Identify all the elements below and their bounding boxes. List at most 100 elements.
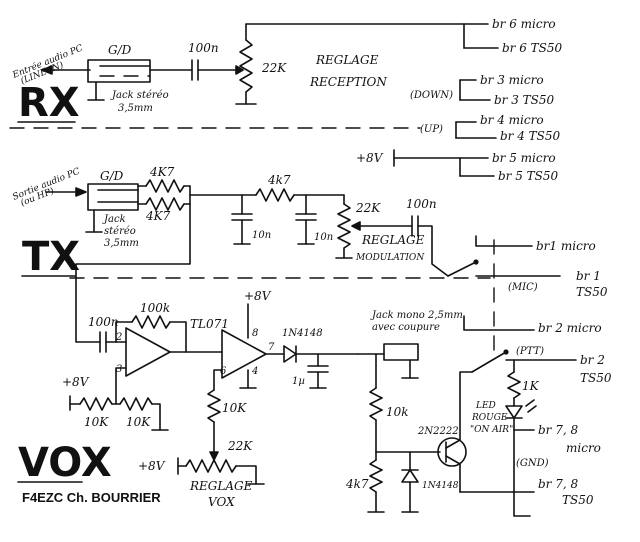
vox-opamp-label: TL071 (190, 317, 229, 331)
rx-jack-label-2: 3,5mm (118, 103, 153, 114)
vox-v8-left: +8V (62, 375, 90, 389)
tx-jack-label-1: Jack (102, 214, 126, 225)
rx-pot-label-1: REGLAGE (315, 53, 379, 67)
tx-r2 (145, 197, 185, 211)
vox-mono-jack (383, 343, 419, 361)
tx-r1-value: 4K7 (149, 165, 175, 179)
tx-section: TX Sortie audio PC (ou HP) G/D Jack stér… (11, 165, 607, 299)
br1-micro-label: br1 micro (536, 239, 596, 253)
br4-micro-label: br 4 micro (480, 113, 544, 127)
tx-input-arrow (75, 187, 87, 197)
rx-pot-value: 22K (261, 61, 287, 75)
br2-ts50-label-a: br 2 (580, 353, 605, 367)
br1-ts50-label-b: TS50 (576, 285, 608, 299)
br3-ts50-label: br 3 TS50 (494, 93, 555, 107)
tx-cap-value: 100n (406, 197, 437, 211)
br78-micro-label-b: micro (566, 441, 601, 455)
vox-v8-bottom: +8V (138, 459, 166, 473)
rx-section: RX Entrée audio PC (LINE IN) G/D Jack st… (10, 23, 465, 126)
down-label: (DOWN) (410, 90, 453, 101)
tx-gd-label: G/D (100, 169, 124, 183)
rx-cap-label: 100n (188, 41, 219, 55)
tx-pot-label-2: MODULATION (355, 253, 425, 263)
connector-upper: br 6 micro br 6 TS50 (DOWN) br 3 micro b… (356, 17, 563, 183)
vox-transistor (437, 437, 467, 467)
tx-switch-contact (473, 259, 479, 265)
vox-div-r1-value: 10K (84, 415, 109, 429)
vox-pin6: 6 (220, 366, 227, 377)
br6-micro-label: br 6 micro (492, 17, 556, 31)
tx-r3-value: 4k7 (267, 173, 291, 187)
tx-pot (337, 203, 351, 249)
tx-pot-value: 22K (355, 201, 381, 215)
tx-pot-label-1: REGLAGE (361, 233, 425, 247)
mic-label: (MIC) (508, 282, 538, 293)
tx-r1 (145, 179, 185, 193)
rx-stereo-jack (87, 59, 151, 83)
vox-led-label-2: ROUGE (471, 413, 508, 423)
rx-pot-wiper-arrow (235, 65, 244, 75)
vox-div-ground-wire (151, 403, 161, 431)
vox-ref-wire (115, 367, 127, 405)
tx-jack-label-2: stéréo (104, 226, 136, 237)
tx-c2-value: 10n (314, 232, 333, 243)
br1-micro-wire (475, 235, 533, 247)
tx-title: TX (22, 234, 80, 280)
vox-pin7: 7 (268, 342, 275, 353)
vox-r4k7 (369, 459, 383, 493)
vox-pin4: 4 (251, 366, 258, 377)
author-credit: F4EZC Ch. BOURRIER (22, 490, 161, 505)
tx-r3 (255, 188, 295, 202)
vox-v8-top: +8V (244, 289, 272, 303)
tx-stereo-jack (87, 183, 139, 211)
br2-ts50-label-b: TS50 (580, 371, 612, 385)
br4-ts50-label: br 4 TS50 (500, 129, 561, 143)
vox-gnd-return (459, 429, 515, 493)
vox-ptt-contact (503, 349, 509, 355)
tx-out-wire (417, 225, 449, 277)
vox-ptt-switch-arm (471, 351, 507, 373)
vox-pot-label-1: REGLAGE (189, 479, 253, 493)
vox-r10k-6-value: 10K (222, 401, 247, 415)
vox-pot-label-2: VOX (208, 495, 235, 509)
vox-cin-value: 100n (88, 315, 119, 329)
vox-fb-right (169, 321, 187, 353)
vox-input-wire (75, 203, 191, 343)
vox-pot-wiper-arrow (209, 451, 219, 461)
vox-jack-label-1: Jack mono 2,5mm (370, 310, 463, 321)
v8-connector-label: +8V (356, 151, 384, 165)
ptt-label: (PTT) (516, 346, 544, 357)
rx-pot-resistor (239, 39, 253, 93)
tx-pot-wiper-arrow (351, 221, 361, 231)
rx-pot-label-2: RECEPTION (309, 75, 387, 89)
br78-micro-label-a: br 7, 8 (538, 423, 578, 437)
vox-led (505, 405, 523, 419)
vox-opamp-2 (221, 329, 267, 379)
up-label: (UP) (420, 124, 443, 135)
vox-diode2 (401, 469, 419, 483)
tx-switch-arm (447, 261, 477, 277)
vox-diode (283, 345, 297, 363)
vox-section: VOX F4EZC Ch. BOURRIER 100n 2 3 100k +8V… (17, 203, 612, 517)
vox-title: VOX (18, 440, 112, 486)
vox-r10k-base-value: 10k (386, 405, 409, 419)
br6-ts50-label: br 6 TS50 (502, 41, 563, 55)
vox-led-ray-1 (525, 399, 535, 407)
br5-ts50-label: br 5 TS50 (498, 169, 559, 183)
br78-ts50-label-b: TS50 (562, 493, 594, 507)
rx-title: RX (18, 80, 80, 126)
vox-div-r2-value: 10K (126, 415, 151, 429)
vox-led-ray-2 (527, 405, 537, 413)
vox-transistor-emitter (445, 455, 461, 465)
vox-pot-value: 22K (227, 439, 253, 453)
vox-diode2-label: 1N4148 (422, 481, 459, 491)
vox-rfb (131, 315, 171, 329)
vox-div-r1 (79, 397, 113, 411)
vox-pin2: 2 (115, 332, 122, 343)
br2-micro-wire (463, 315, 535, 331)
vox-rfb-value: 100k (140, 301, 170, 315)
vox-pin6-wire (213, 369, 223, 391)
vox-pot (185, 459, 237, 473)
vox-transistor-label: 2N2222 (417, 426, 459, 437)
